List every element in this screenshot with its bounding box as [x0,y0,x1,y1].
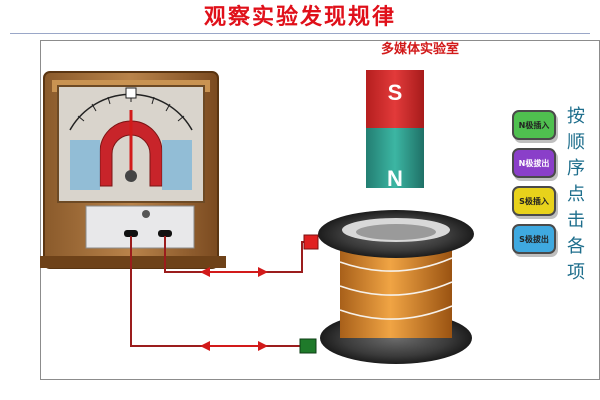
button-n-insert[interactable]: N极插入 [512,110,556,140]
side-instruction: 按顺序点击各项 [567,106,585,283]
galvanometer-blue-panel-right [162,140,192,190]
coil [299,210,474,364]
button-n-withdraw[interactable]: N极拔出 [512,148,556,178]
galvanometer-pivot [125,170,137,182]
galvanometer-adjust-knob [142,210,150,218]
button-n-withdraw-label: N极拔出 [518,158,550,168]
galvanometer [40,71,226,269]
button-n-insert-label: N极插入 [518,120,550,130]
coil-opening-inner [356,224,436,240]
button-s-withdraw-label: S极拔出 [519,234,549,244]
current-arrow-top [200,267,268,277]
bar-magnet[interactable] [366,70,424,188]
magnet-north-pole [366,128,424,188]
galvanometer-terminal-left [124,230,138,237]
coil-wire-spiral [339,257,453,320]
galvanometer-zero-mark [125,87,137,99]
lab-label: 多媒体实验室 [380,42,459,57]
button-s-withdraw[interactable]: S极拔出 [512,224,556,254]
current-arrow-bottom [200,341,268,351]
page-title: 观察实验发现规律 [203,4,396,30]
galvanometer-blue-panel-left [70,140,100,190]
title-divider [10,33,590,34]
magnet-n-label: N [387,166,403,191]
button-s-insert-label: S极插入 [519,196,549,206]
galvanometer-base [40,256,226,268]
magnet-s-label: S [387,80,403,105]
galvanometer-terminal-panel [85,205,195,249]
magnet-south-pole [366,70,424,128]
coil-terminal-bottom [299,338,317,354]
galvanometer-terminal-right [158,230,172,237]
button-s-insert[interactable]: S极插入 [512,186,556,216]
coil-terminal-top [303,234,319,250]
